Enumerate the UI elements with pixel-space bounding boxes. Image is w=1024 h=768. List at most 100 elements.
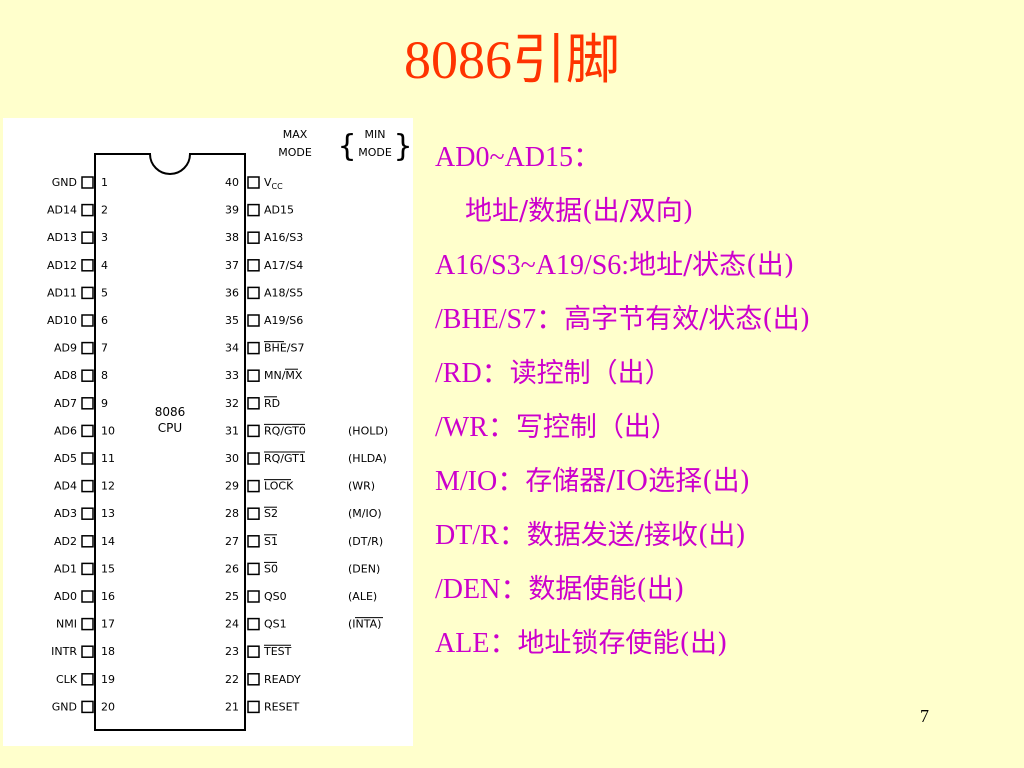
left-pin-name: AD1 xyxy=(54,562,77,575)
pin-description-line: /BHE/S7：高字节有效/状态(出) xyxy=(435,292,1015,346)
left-pin-number: 6 xyxy=(101,314,108,327)
right-pin-number: 29 xyxy=(225,480,239,493)
pin-description-line: ALE：地址锁存使能(出) xyxy=(435,616,1015,670)
left-pin-name: AD13 xyxy=(47,231,77,244)
right-pin-name: S1 xyxy=(264,535,278,548)
right-pin-name: BHE/S7 xyxy=(264,342,304,355)
right-pin-name: A16/S3 xyxy=(264,231,303,244)
left-pin-name: AD10 xyxy=(47,314,77,327)
pin-box xyxy=(247,424,260,438)
min-mode-pin-name: (DT/R) xyxy=(348,535,383,548)
left-pin-name: GND xyxy=(52,176,77,189)
left-pin-name: AD7 xyxy=(54,397,77,410)
page-number: 7 xyxy=(920,706,929,726)
right-pin-name: S2 xyxy=(264,507,278,520)
pin-signal-name: /WR： xyxy=(435,412,516,443)
pin-function-text: 存储器/IO选择(出) xyxy=(525,466,751,497)
min-mode-pin-name: (INTA) xyxy=(348,618,381,631)
min-mode-pin-name: (HLDA) xyxy=(348,452,387,465)
pin-box xyxy=(81,673,94,686)
right-pin-number: 21 xyxy=(225,700,239,713)
pin-box xyxy=(247,314,260,327)
chip-label-line1: 8086 xyxy=(155,405,186,419)
pin-function-text: 写控制（出） xyxy=(515,412,678,443)
right-pin-number: 22 xyxy=(225,673,239,686)
left-pin-name: INTR xyxy=(51,645,77,658)
right-pin-name: TEST xyxy=(263,645,292,658)
left-pin-number: 8 xyxy=(101,369,108,382)
right-pin-name: A18/S5 xyxy=(264,286,303,299)
pin-box xyxy=(81,700,94,714)
left-pin-number: 7 xyxy=(101,342,108,355)
left-pin-number: 1 xyxy=(101,176,108,189)
left-pin-name: CLK xyxy=(56,673,78,686)
pin-box xyxy=(247,507,260,520)
max-mode-line1: MAX xyxy=(283,128,308,141)
right-pin-number: 36 xyxy=(225,286,239,299)
pin-description-line: /DEN：数据使能(出) xyxy=(435,562,1015,616)
pin-box xyxy=(247,452,260,465)
pin-box xyxy=(247,286,260,300)
left-pin-number: 9 xyxy=(101,397,108,410)
right-pin-number: 25 xyxy=(225,590,239,603)
pin-box xyxy=(81,562,94,576)
right-pin-number: 30 xyxy=(225,452,239,465)
right-pin-number: 27 xyxy=(225,535,239,548)
left-pin-number: 15 xyxy=(101,562,115,575)
chip-body xyxy=(94,153,246,731)
pin-function-text: 数据使能(出) xyxy=(528,574,685,605)
min-mode-line1: MIN xyxy=(365,128,386,141)
pin-signal-name: DT/R： xyxy=(435,520,527,551)
pin-box xyxy=(247,231,260,244)
pin-box xyxy=(81,341,94,355)
min-mode-pin-name: (WR) xyxy=(348,480,375,493)
left-pin-number: 17 xyxy=(101,618,115,631)
left-pin-number: 11 xyxy=(101,452,115,465)
pin-box xyxy=(81,535,94,548)
min-mode-pin-name: (DEN) xyxy=(348,562,380,575)
right-pin-number: 40 xyxy=(225,176,239,189)
left-pin-name: NMI xyxy=(56,618,77,631)
right-pin-number: 39 xyxy=(225,204,239,217)
right-pin-name: QS1 xyxy=(264,618,287,631)
pin-description-list: AD0~AD15：地址/数据(出/双向)A16/S3~A19/S6:地址/状态(… xyxy=(435,130,1015,670)
min-mode-pin-name: (M/IO) xyxy=(348,507,382,520)
right-pin-number: 37 xyxy=(225,259,239,272)
pin-signal-name: AD0~AD15： xyxy=(435,142,602,173)
pin-description-line: /WR：写控制（出） xyxy=(435,400,1015,454)
pin-function-text: 地址锁存使能(出) xyxy=(517,628,728,659)
left-pin-number: 14 xyxy=(101,535,115,548)
pin-box xyxy=(81,507,94,520)
right-pin-number: 33 xyxy=(225,369,239,382)
pin-signal-name: M/IO： xyxy=(435,466,526,497)
right-pin-number: 24 xyxy=(225,618,239,631)
pin-box xyxy=(81,479,94,493)
right-pin-name: RQ/GT0 xyxy=(264,424,306,437)
left-pin-number: 3 xyxy=(101,231,108,244)
pin-description-line: /RD：读控制（出） xyxy=(435,346,1015,400)
pin-signal-name: /BHE/S7： xyxy=(435,304,565,335)
pin-signal-name: /RD： xyxy=(435,358,510,389)
min-mode-line2: MODE xyxy=(358,146,392,159)
pin-box xyxy=(247,673,260,686)
left-pin-number: 2 xyxy=(101,204,108,217)
pin-box xyxy=(81,369,94,382)
left-pin-name: AD6 xyxy=(54,424,77,437)
pin-box xyxy=(81,617,94,631)
pin-box xyxy=(81,645,94,658)
pin-function-text: 读控制（出） xyxy=(509,358,672,389)
pin-description-line: A16/S3~A19/S6:地址/状态(出) xyxy=(435,238,1015,292)
pin-description-line: AD0~AD15： xyxy=(435,130,1015,184)
left-pin-number: 20 xyxy=(101,700,115,713)
pin-box xyxy=(247,479,260,493)
pin-box xyxy=(247,617,260,631)
right-pin-number: 23 xyxy=(225,645,239,658)
pin-function-text: 地址/状态(出) xyxy=(629,250,795,281)
min-mode-brace-right: } xyxy=(393,129,412,164)
pin-box xyxy=(81,590,94,603)
pin-description-line: M/IO：存储器/IO选择(出) xyxy=(435,454,1015,508)
right-pin-name: VCC xyxy=(264,176,283,191)
left-pin-name: AD3 xyxy=(54,507,77,520)
